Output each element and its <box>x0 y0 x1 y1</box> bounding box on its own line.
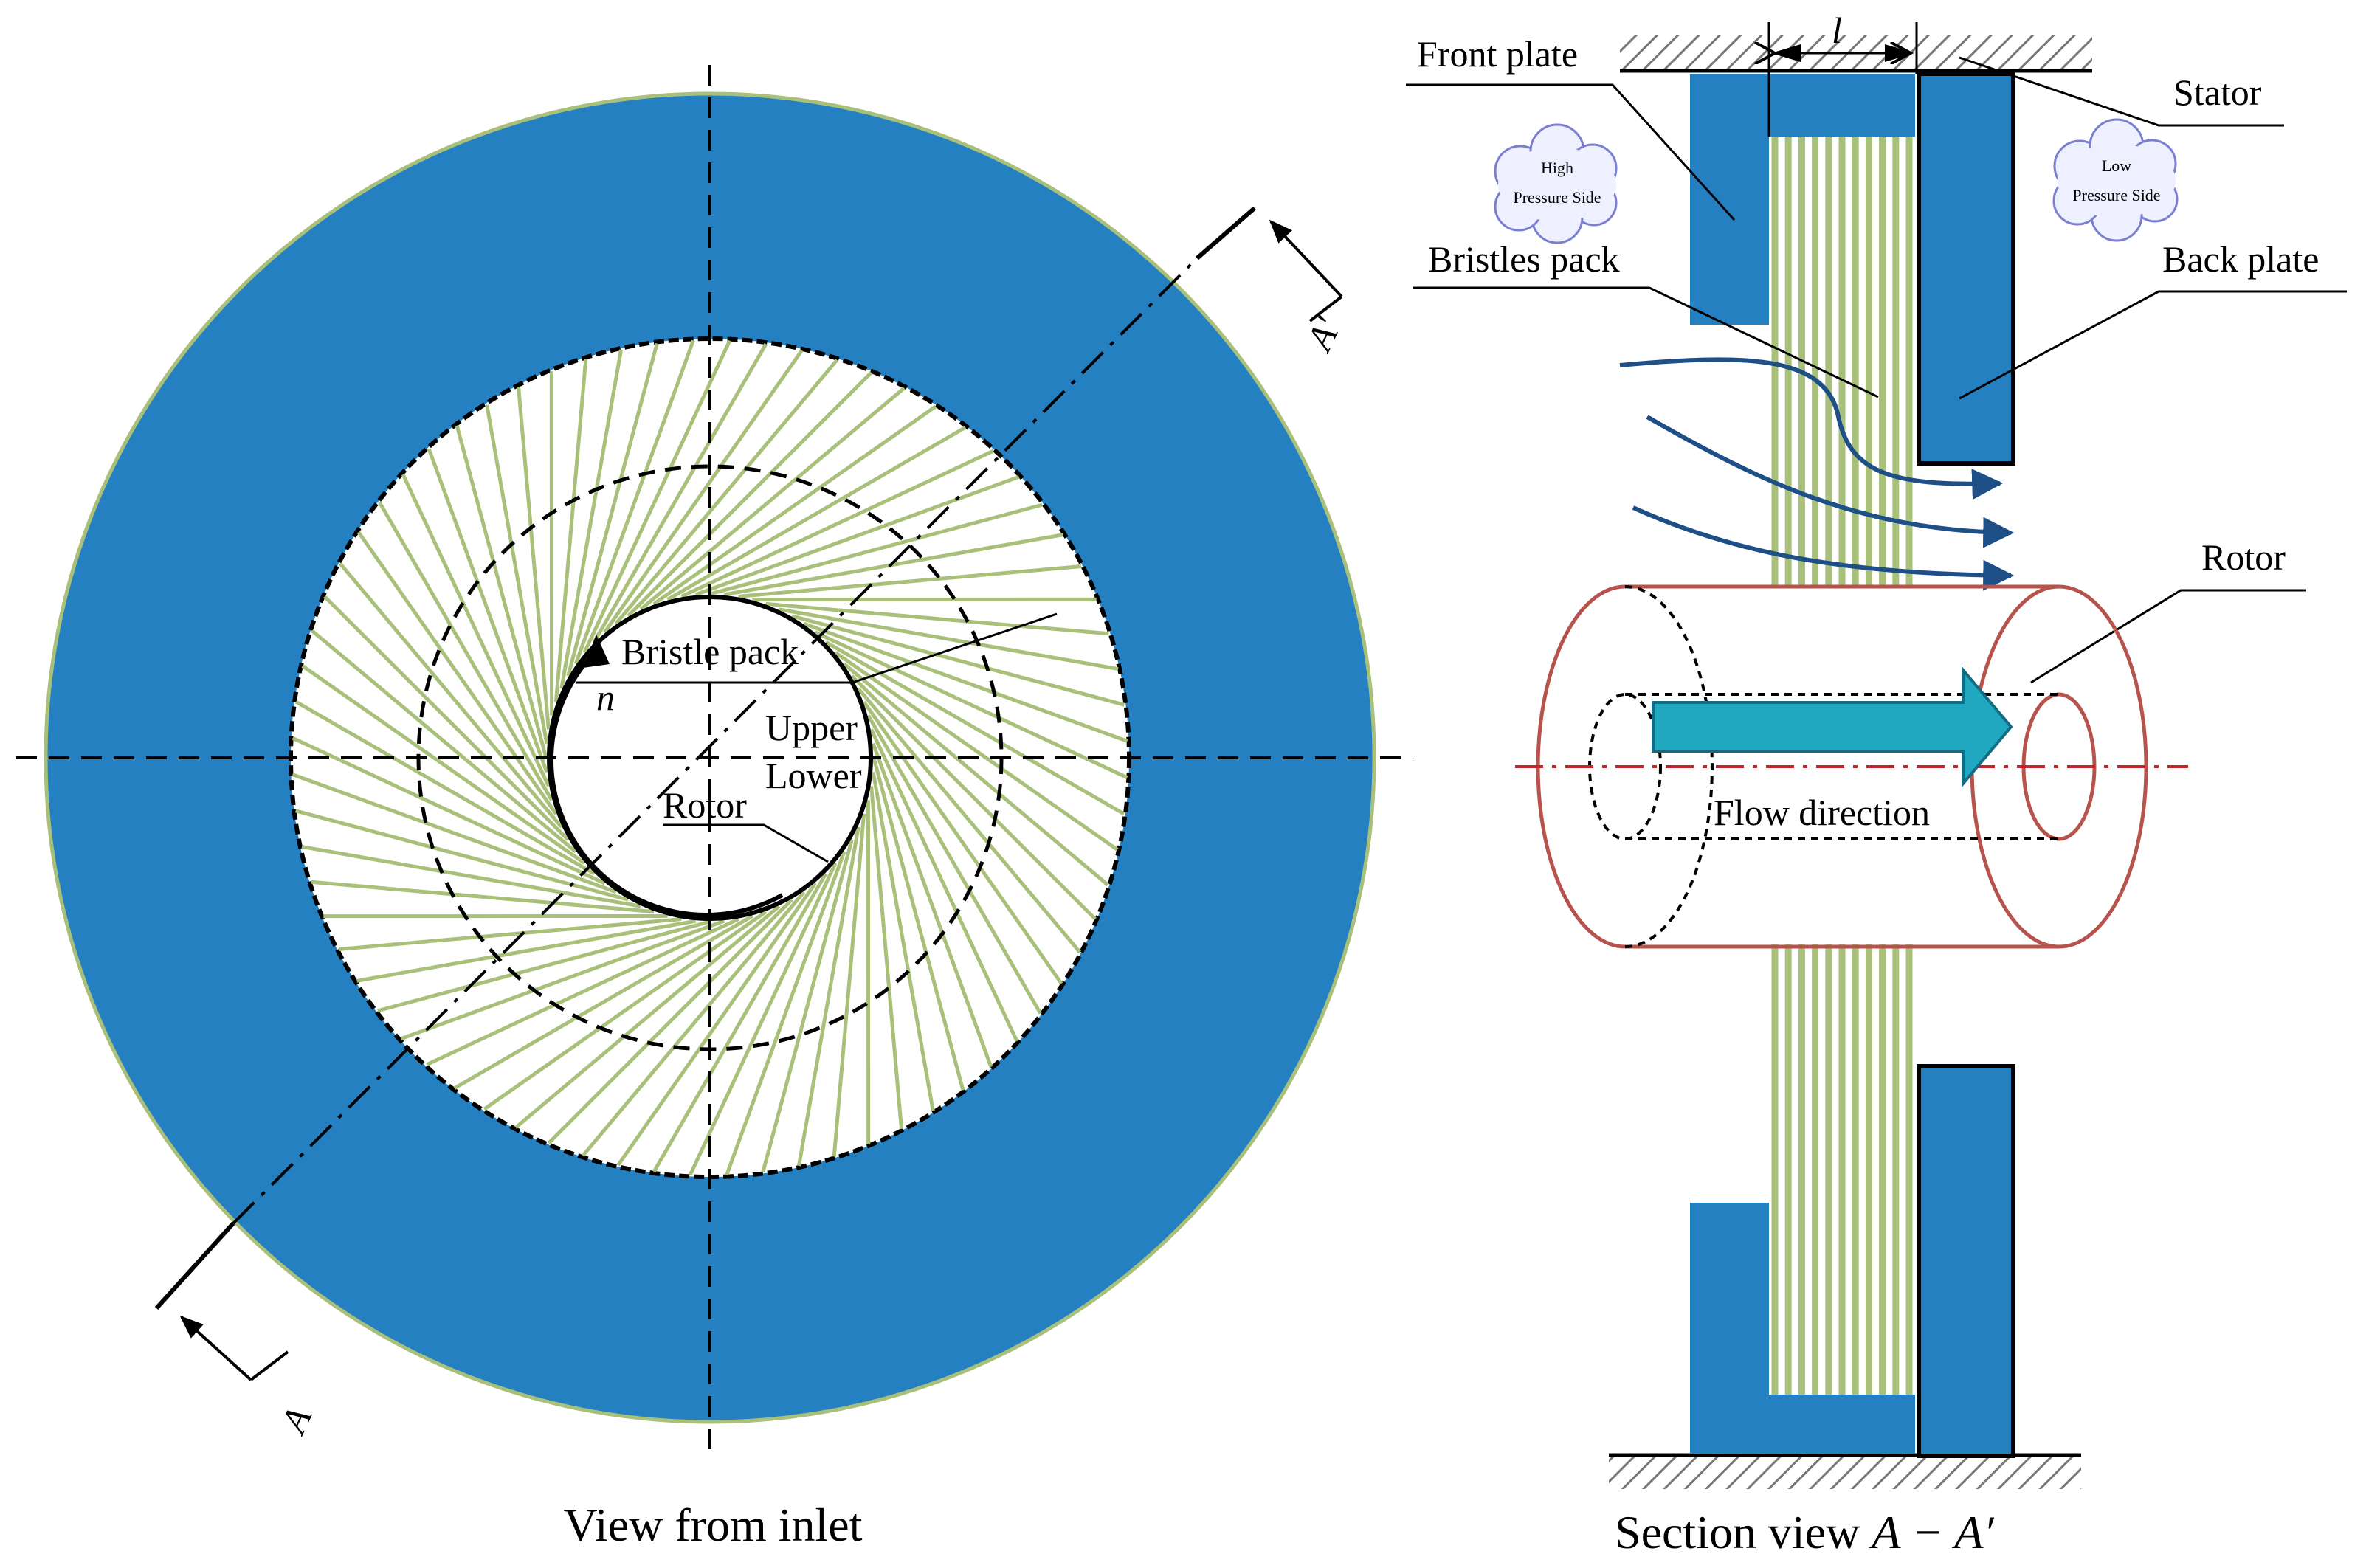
low-pressure-line1: Low <box>2102 156 2131 175</box>
length-label: l <box>1832 10 1842 51</box>
high-pressure-cloud: High Pressure Side <box>1495 125 1616 243</box>
back-plate-leader <box>1959 291 2347 398</box>
low-pressure-cloud: Low Pressure Side <box>2054 120 2177 241</box>
section-end-label: A′ <box>1297 310 1349 358</box>
section-end-cap-top <box>1197 208 1255 258</box>
low-pressure-line2: Pressure Side <box>2072 186 2160 204</box>
section-view: l High Pressure Side Low Pressure Side F… <box>1406 10 2347 1558</box>
high-pressure-line2: Pressure Side <box>1513 188 1601 207</box>
inlet-view: A′ A n Bristle pack Upper Lower Rotor Vi… <box>16 65 1413 1551</box>
inlet-view-caption: View from inlet <box>564 1499 863 1551</box>
back-plate-label: Back plate <box>2162 238 2319 280</box>
rotor-label-left: Rotor <box>663 784 747 826</box>
section-view-caption: Section view A − A′ <box>1615 1506 1994 1558</box>
high-pressure-line1: High <box>1541 159 1573 177</box>
back-plate-bottom <box>1919 1066 2013 1456</box>
stator-label: Stator <box>2173 72 2262 113</box>
section-arrow-top <box>1271 221 1342 297</box>
upper-label: Upper <box>765 707 858 748</box>
bristles-pack-label: Bristles pack <box>1428 238 1620 280</box>
section-arrow-bottom <box>182 1317 251 1380</box>
bristle-pack-label: Bristle pack <box>621 631 799 672</box>
section-arrow-bottom-tail <box>251 1352 288 1380</box>
lower-label: Lower <box>765 755 862 796</box>
section-caption-prefix: Section view <box>1615 1506 1872 1558</box>
section-caption-italic: A − A′ <box>1869 1506 1994 1558</box>
section-start-label: A <box>272 1401 320 1440</box>
rotor-leader-right <box>2031 590 2306 683</box>
back-plate-top <box>1919 74 2013 463</box>
rotor-label-right: Rotor <box>2201 536 2286 578</box>
section-end-cap-bottom <box>156 1223 233 1308</box>
flow-direction-label: Flow direction <box>1714 792 1930 833</box>
stator-hatch-bottom <box>1609 1455 2081 1489</box>
front-plate-label: Front plate <box>1417 33 1578 75</box>
